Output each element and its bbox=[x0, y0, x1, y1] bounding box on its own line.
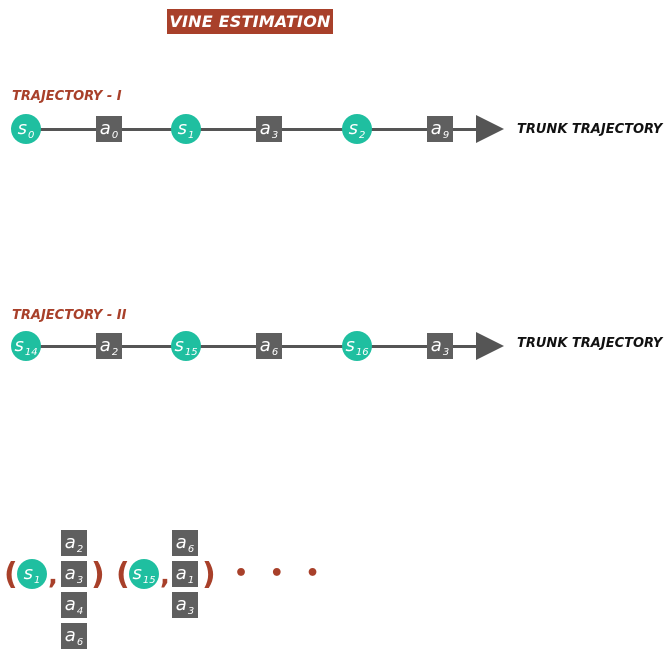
vine-action-node: a6 bbox=[172, 530, 198, 556]
comma: , bbox=[160, 561, 170, 591]
vine-action-node: a1 bbox=[172, 561, 198, 587]
vine-state-node: s1 bbox=[17, 559, 47, 589]
vine-action-node: a3 bbox=[172, 592, 198, 618]
vine-action-node: a3 bbox=[61, 561, 87, 587]
state-node: s14 bbox=[11, 331, 41, 361]
trunk-trajectory-label: TRUNK TRAJECTORY bbox=[517, 122, 663, 137]
open-paren: ( bbox=[4, 557, 18, 592]
comma: , bbox=[48, 561, 58, 591]
trajectory-1-arrowhead bbox=[476, 115, 504, 143]
trajectory-1-line bbox=[26, 128, 480, 131]
state-node: s15 bbox=[171, 331, 201, 361]
vine-state-node: s15 bbox=[129, 559, 159, 589]
vine-action-node: a2 bbox=[61, 530, 87, 556]
vine-action-node: a6 bbox=[61, 623, 87, 649]
action-node: a3 bbox=[427, 333, 453, 359]
close-paren: ) bbox=[91, 557, 105, 592]
open-paren: ( bbox=[116, 557, 130, 592]
state-node: s2 bbox=[342, 114, 372, 144]
trunk-trajectory-label: TRUNK TRAJECTORY bbox=[517, 336, 663, 351]
action-node: a0 bbox=[96, 116, 122, 142]
state-node: s16 bbox=[342, 331, 372, 361]
action-node: a2 bbox=[96, 333, 122, 359]
trajectory-2-label: TRAJECTORY - II bbox=[12, 308, 127, 323]
trajectory-2-arrowhead bbox=[476, 332, 504, 360]
ellipsis: • • • bbox=[234, 561, 327, 586]
trajectory-2-line bbox=[26, 345, 480, 348]
action-node: a9 bbox=[427, 116, 453, 142]
vine-action-node: a4 bbox=[61, 592, 87, 618]
close-paren: ) bbox=[202, 557, 216, 592]
state-node: s1 bbox=[171, 114, 201, 144]
action-node: a3 bbox=[256, 116, 282, 142]
state-node: s0 bbox=[11, 114, 41, 144]
action-node: a6 bbox=[256, 333, 282, 359]
diagram-title: VINE ESTIMATION bbox=[167, 9, 333, 34]
trajectory-1-label: TRAJECTORY - I bbox=[12, 89, 122, 104]
